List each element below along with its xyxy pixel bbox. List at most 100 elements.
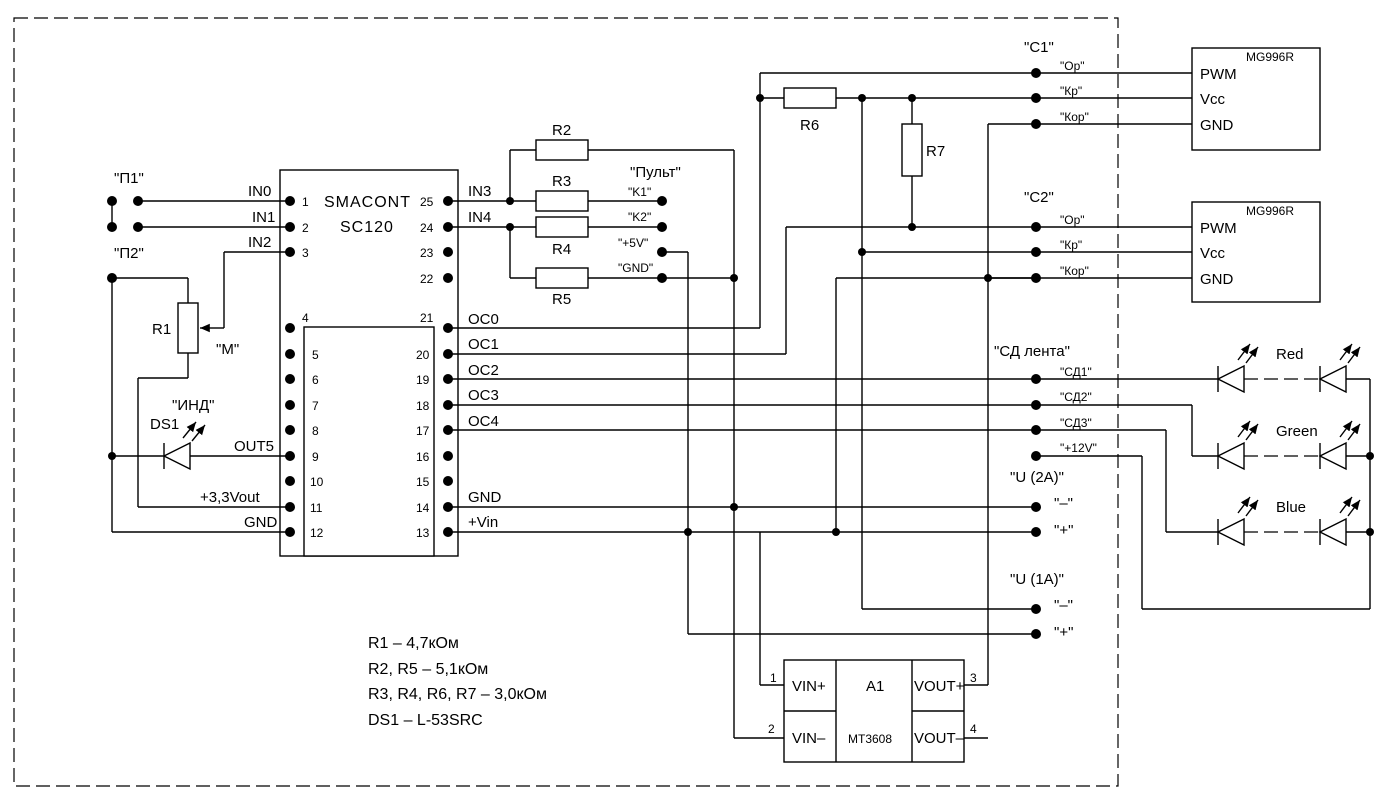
connector-led-strip: "СД лента" [994, 343, 1070, 360]
pin-10: 10 [285, 475, 324, 489]
svg-text:MG996R: MG996R [1246, 204, 1294, 218]
led-strip: Red Green Blue [1036, 343, 1374, 610]
svg-text:A1: A1 [866, 678, 884, 695]
label-oc1: OC1 [468, 336, 499, 353]
servo-1: MG996R PWM Vcc GND [1191, 47, 1321, 151]
label-vin: +Vin [468, 514, 498, 531]
connector-ind: "ИНД" [172, 397, 214, 414]
svg-text:19: 19 [416, 373, 430, 387]
pult-wiring [448, 139, 1036, 738]
svg-text:9: 9 [312, 450, 319, 464]
svg-text:PWM: PWM [1200, 66, 1237, 83]
svg-text:"GND": "GND" [618, 261, 653, 275]
chip-right-labels: IN3 IN4 OC0 OC1 OC2 OC3 OC4 GND +Vin [468, 183, 502, 531]
svg-text:VOUT–: VOUT– [914, 730, 965, 747]
connector-m: "M" [216, 341, 239, 358]
svg-text:"+": "+" [1054, 624, 1073, 641]
resistor-r1-label: R1 [152, 321, 171, 338]
label-gnd-left: GND [244, 514, 278, 531]
svg-text:24: 24 [420, 221, 434, 235]
svg-text:17: 17 [416, 424, 430, 438]
connector-c1: "C1" [1024, 39, 1054, 56]
component-notes: R1 – 4,7кОм R2, R5 – 5,1кОм R3, R4, R6, … [368, 635, 547, 729]
pin-8: 8 [285, 424, 319, 438]
label-in4: IN4 [468, 209, 491, 226]
label-in0: IN0 [248, 183, 271, 200]
svg-text:"Кр": "Кр" [1060, 84, 1082, 98]
resistor-r7-label: R7 [926, 143, 945, 160]
svg-text:Vcc: Vcc [1200, 245, 1226, 262]
svg-text:MT3608: MT3608 [848, 732, 892, 746]
svg-text:3: 3 [302, 246, 309, 260]
pin-16: 16 [416, 450, 453, 464]
label-oc4: OC4 [468, 413, 499, 430]
label-oc2: OC2 [468, 362, 499, 379]
svg-text:DS1 – L-53SRC: DS1 – L-53SRC [368, 712, 483, 729]
svg-text:"СД1": "СД1" [1060, 365, 1092, 379]
label-3v3out: +3,3Vout [200, 489, 260, 506]
controller-chip: SMACONT SC120 [279, 169, 459, 557]
connector-pult: "Пульт" [630, 164, 681, 181]
svg-text:23: 23 [420, 246, 434, 260]
svg-text:VIN–: VIN– [792, 730, 826, 747]
chip-name: SMACONT [324, 194, 411, 211]
label-oc3: OC3 [468, 387, 499, 404]
label-gnd-right: GND [468, 489, 502, 506]
svg-text:22: 22 [420, 272, 434, 286]
converter-mt3608: VIN+ VIN– A1 MT3608 VOUT+ VOUT– 1 2 3 4 [768, 659, 977, 763]
svg-text:1: 1 [302, 195, 309, 209]
servo-2: MG996R PWM Vcc GND [1191, 201, 1321, 303]
svg-text:8: 8 [312, 424, 319, 438]
svg-text:"СД2": "СД2" [1060, 390, 1092, 404]
enclosure-boundary [13, 17, 1119, 787]
svg-text:14: 14 [416, 501, 430, 515]
svg-text:11: 11 [310, 501, 323, 515]
svg-text:R1 – 4,7кОм: R1 – 4,7кОм [368, 635, 459, 652]
led-blue-label: Blue [1276, 499, 1306, 516]
svg-text:R3, R4, R6, R7 – 3,0кОм: R3, R4, R6, R7 – 3,0кОм [368, 686, 547, 703]
resistor-r2-label: R2 [552, 122, 571, 139]
pult-labels: R2 R3 R4 R5 "Пульт" "K1" "K2" "+5V" "GND… [552, 122, 681, 308]
svg-text:R2, R5 – 5,1кОм: R2, R5 – 5,1кОм [368, 661, 488, 678]
chip-right-pins: 25 24 23 22 21 20 19 18 17 16 15 14 13 [416, 195, 453, 540]
svg-text:VOUT+: VOUT+ [914, 678, 965, 695]
resistor-r5-label: R5 [552, 291, 571, 308]
svg-text:MG996R: MG996R [1246, 50, 1294, 64]
chip-left-labels: IN0 IN1 IN2 OUT5 +3,3Vout GND [200, 183, 278, 531]
connector-u2a: "U (2A)" [1010, 469, 1064, 486]
connector-u1a: "U (1A)" [1010, 571, 1064, 588]
svg-text:"+5V": "+5V" [618, 236, 648, 250]
svg-text:20: 20 [416, 348, 430, 362]
svg-text:15: 15 [416, 475, 430, 489]
svg-text:"Кр": "Кр" [1060, 238, 1082, 252]
svg-text:"–": "–" [1054, 597, 1073, 614]
output-wiring [448, 72, 1036, 739]
svg-text:PWM: PWM [1200, 220, 1237, 237]
svg-text:2: 2 [768, 722, 775, 736]
pin-23: 23 [420, 246, 453, 260]
label-out5: OUT5 [234, 438, 274, 455]
connector-p2: "П2" [114, 245, 144, 262]
pin-4: 4 [285, 311, 309, 333]
svg-text:"Кор": "Кор" [1060, 110, 1089, 124]
svg-text:"K1": "K1" [628, 185, 651, 199]
svg-text:4: 4 [970, 722, 977, 736]
pin-7: 7 [285, 399, 319, 413]
svg-text:13: 13 [416, 526, 430, 540]
svg-text:"+": "+" [1054, 522, 1073, 539]
svg-text:4: 4 [302, 311, 309, 325]
servo-wiring [1036, 72, 1192, 279]
svg-text:6: 6 [312, 373, 319, 387]
label-in2: IN2 [248, 234, 271, 251]
svg-text:12: 12 [310, 526, 324, 540]
svg-text:VIN+: VIN+ [792, 678, 826, 695]
left-wiring [107, 196, 290, 533]
svg-text:18: 18 [416, 399, 430, 413]
svg-text:GND: GND [1200, 271, 1234, 288]
resistor-r4-label: R4 [552, 241, 571, 258]
svg-text:"K2": "K2" [628, 210, 651, 224]
svg-text:5: 5 [312, 348, 319, 362]
svg-text:"Ор": "Ор" [1060, 59, 1085, 73]
svg-text:21: 21 [420, 311, 434, 325]
